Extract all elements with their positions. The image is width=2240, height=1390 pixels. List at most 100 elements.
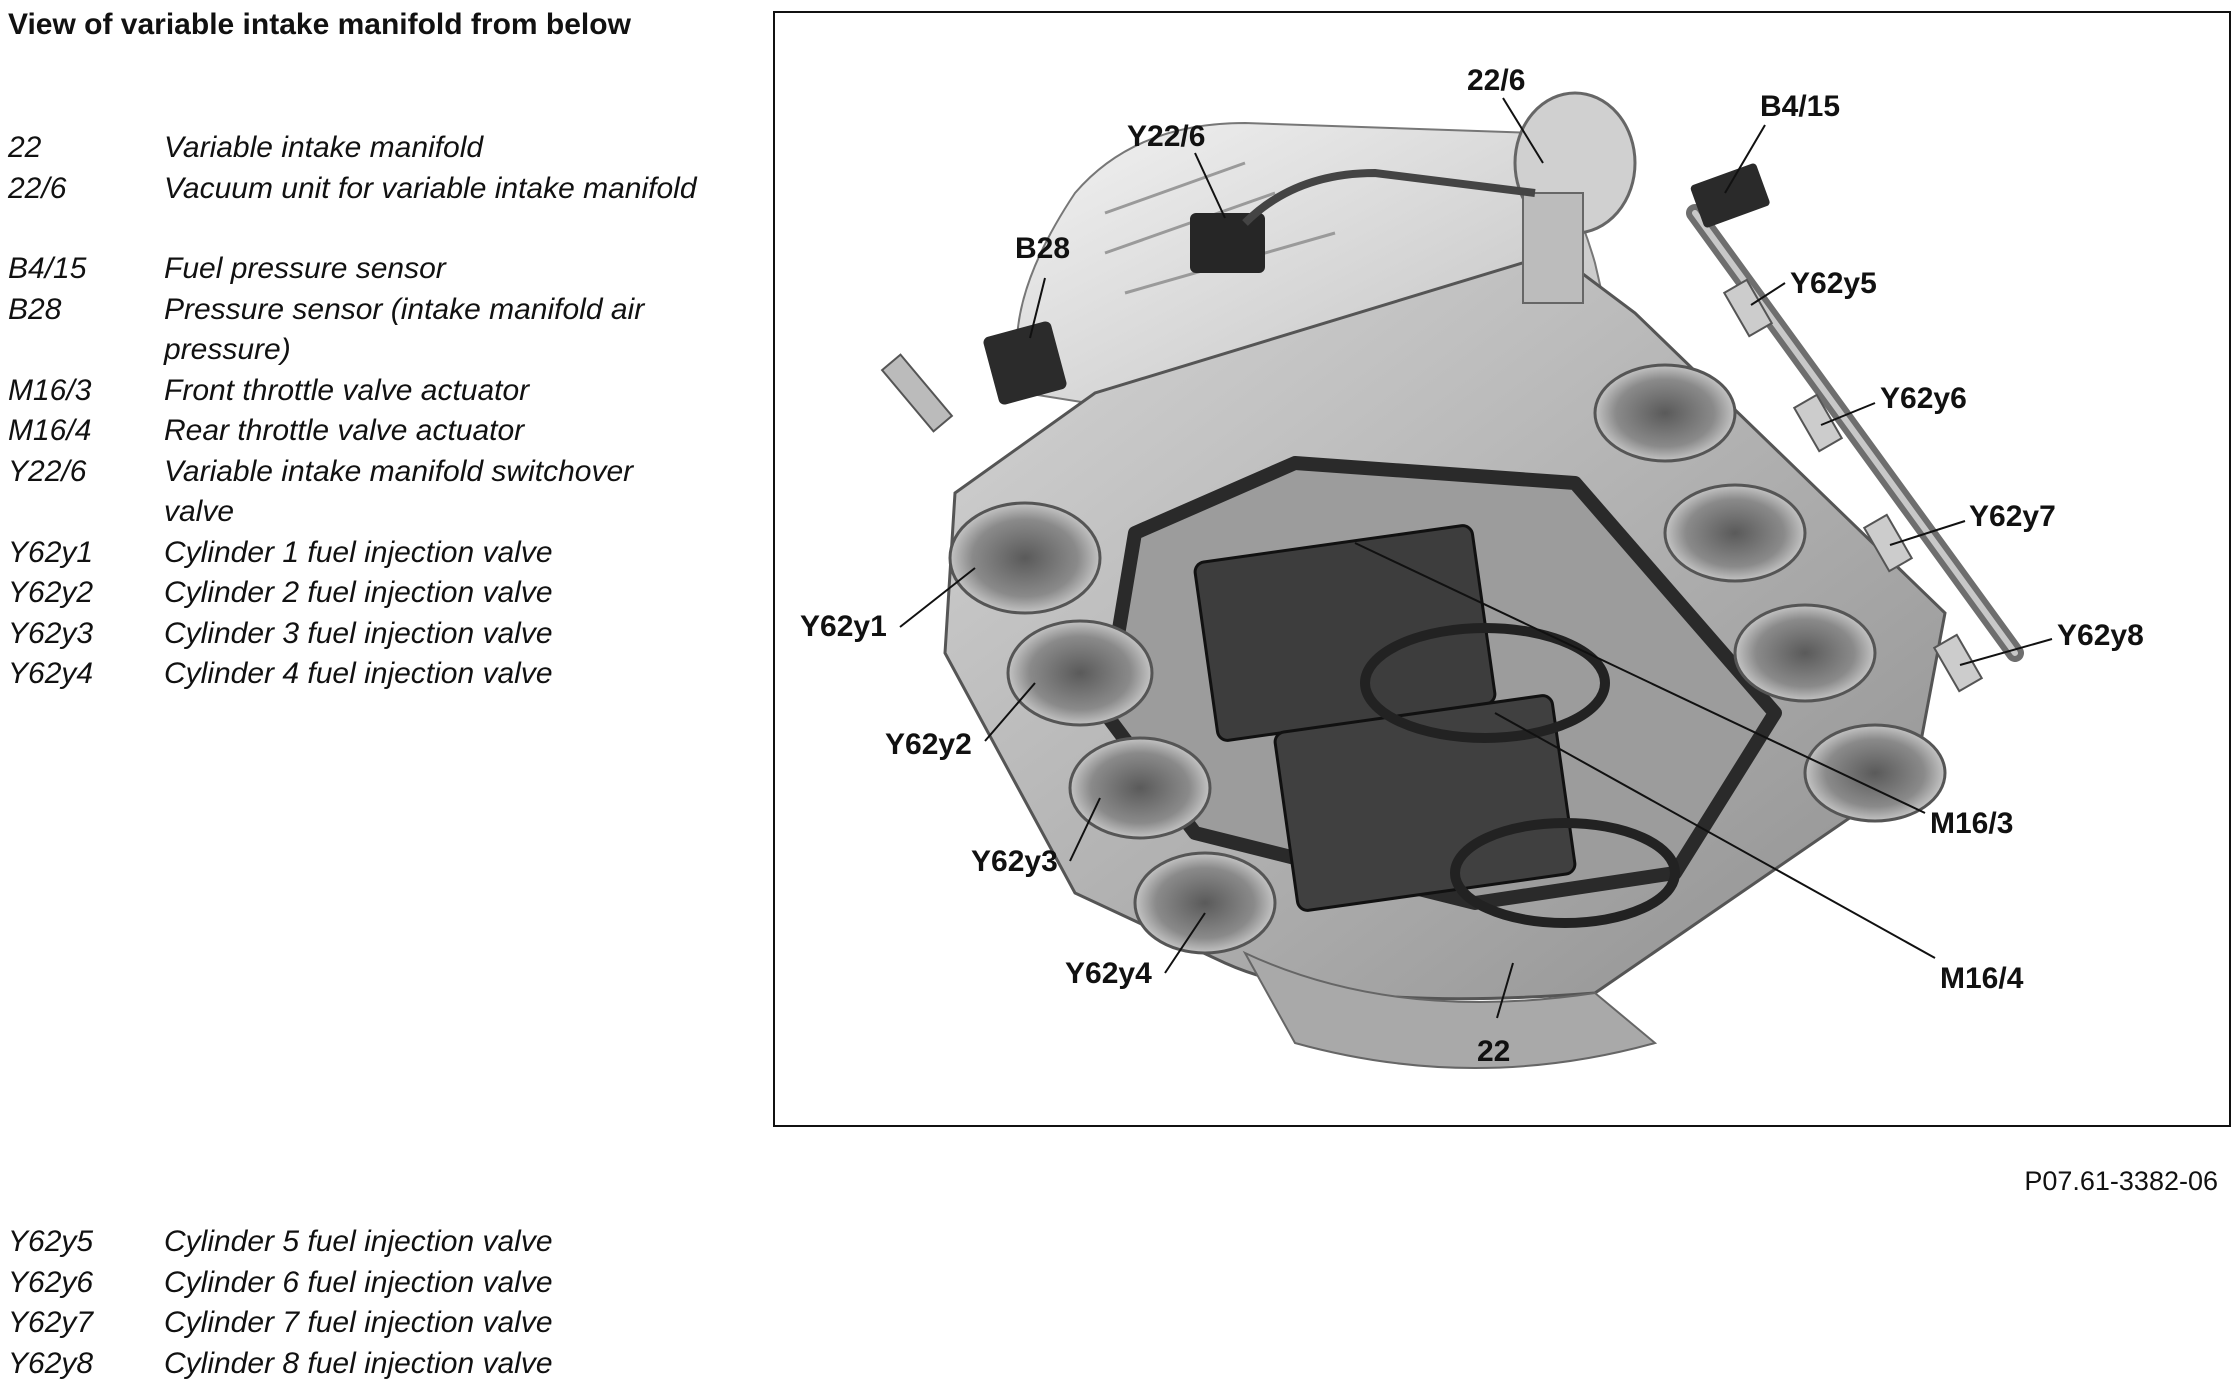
callout-Y62y1: Y62y1 xyxy=(800,610,887,643)
legend-description: Front throttle valve actuator xyxy=(164,373,530,407)
legend-description: Cylinder 8 fuel injection valve xyxy=(164,1346,553,1380)
legend-item: 22/6 Vacuum unit for variable intake mani… xyxy=(8,169,704,210)
page-title: View of variable intake manifold from be… xyxy=(8,8,631,41)
callout-Y62y6: Y62y6 xyxy=(1880,382,1967,415)
legend-description: Cylinder 5 fuel injection valve xyxy=(164,1225,553,1258)
legend-list-continued: Y62y5 Cylinder 5 fuel injection valve Y62… xyxy=(8,1222,704,1384)
legend-item: M16/4 Rear throttle valve actuator xyxy=(8,411,704,452)
legend-code: Y62y7 xyxy=(8,1306,94,1339)
legend-code: Y62y1 xyxy=(8,535,94,569)
leader-Y62y5 xyxy=(1750,282,1786,306)
manifold-figure: 22/6 B4/15 Y22/6 B28 Y62y5 Y62y6 Y62y7 Y… xyxy=(773,11,2231,1127)
legend-description: Rear throttle valve actuator xyxy=(164,414,525,447)
intake-port-2 xyxy=(1006,619,1154,727)
legend-description: Pressure sensor (intake manifold air pre… xyxy=(164,292,645,367)
legend-code: 22/6 xyxy=(8,171,67,205)
callout-Y62y2: Y62y2 xyxy=(885,728,972,761)
callout-22: 22 xyxy=(1477,1035,1510,1068)
legend-code: M16/3 xyxy=(8,373,92,407)
legend-item: Y62y6 Cylinder 6 fuel injection valve xyxy=(8,1263,704,1304)
leader-Y62y6 xyxy=(1820,402,1876,426)
fuel-pressure-sensor xyxy=(1690,163,1770,228)
legend-description: Vacuum unit for variable intake manifold xyxy=(164,171,697,205)
leader-22 xyxy=(1496,962,1514,1019)
callout-B4-15: B4/15 xyxy=(1760,90,1840,123)
manifold-pressure-sensor xyxy=(983,321,1067,405)
rear-throttle-actuator xyxy=(1273,694,1577,912)
callout-Y62y4: Y62y4 xyxy=(1065,957,1152,990)
legend-description: Cylinder 1 fuel injection valve xyxy=(164,535,553,569)
callout-B28: B28 xyxy=(1015,232,1070,265)
legend-code: Y62y6 xyxy=(8,1265,94,1299)
legend-description: Fuel pressure sensor xyxy=(164,252,446,285)
vacuum-unit-stem xyxy=(1522,192,1584,304)
leader-Y22-6 xyxy=(1194,152,1226,219)
leader-M16-3 xyxy=(1354,542,1926,814)
legend-description: Variable intake manifold switchover valv… xyxy=(164,454,634,529)
intake-port-6 xyxy=(1663,483,1807,583)
intake-port-7 xyxy=(1733,603,1877,703)
legend-code: Y22/6 xyxy=(8,454,87,488)
intake-port-4 xyxy=(1133,851,1277,955)
throttle-body-front xyxy=(1360,623,1610,743)
callout-Y22-6: Y22/6 xyxy=(1127,120,1205,153)
callout-Y62y8: Y62y8 xyxy=(2057,619,2144,652)
figure-reference: P07.61-3382-06 xyxy=(2024,1166,2218,1196)
leader-Y62y4 xyxy=(1164,912,1206,974)
injector-7 xyxy=(1862,513,1914,573)
plenum-lower xyxy=(1242,950,1658,1069)
legend-code: Y62y4 xyxy=(8,657,94,690)
injector-left xyxy=(880,353,954,433)
legend-item: Y62y8 Cylinder 8 fuel injection valve xyxy=(8,1344,704,1385)
leader-Y62y8 xyxy=(1959,638,2053,666)
legend-description: Cylinder 6 fuel injection valve xyxy=(164,1265,553,1299)
leader-B4-15 xyxy=(1724,124,1766,194)
callout-M16-3: M16/3 xyxy=(1930,807,2013,840)
leader-Y62y1 xyxy=(899,567,976,628)
legend-item: B4/15 Fuel pressure sensor xyxy=(8,249,704,290)
callout-M16-4: M16/4 xyxy=(1940,962,2024,995)
leader-Y62y3 xyxy=(1069,797,1101,862)
switchover-valve xyxy=(1190,213,1265,273)
injector-6 xyxy=(1792,393,1844,453)
legend-code: M16/4 xyxy=(8,414,92,447)
injector-5 xyxy=(1722,278,1774,338)
legend-code: Y62y3 xyxy=(8,616,94,650)
legend-description: Variable intake manifold xyxy=(164,131,484,164)
manifold-illustration: 22/6 B4/15 Y22/6 B28 Y62y5 Y62y6 Y62y7 Y… xyxy=(800,64,2144,1069)
throttle-body-rear xyxy=(1450,818,1680,928)
legend-code: B4/15 xyxy=(8,252,87,285)
legend-list: 22 Variable intake manifold 22/6 Vacuum un… xyxy=(8,128,704,695)
injector-8 xyxy=(1932,633,1984,693)
intake-port-8 xyxy=(1803,723,1947,823)
legend-code: Y62y8 xyxy=(8,1346,94,1380)
legend-item: 22 Variable intake manifold xyxy=(8,128,704,169)
callout-Y62y5: Y62y5 xyxy=(1790,267,1877,300)
legend-item: Y62y1 Cylinder 1 fuel injection valve xyxy=(8,533,704,574)
intake-port-5 xyxy=(1593,363,1737,463)
legend-item: B28 Pressure sensor (intake manifold air … xyxy=(8,290,704,371)
intake-port-3 xyxy=(1068,736,1212,840)
leader-Y62y2 xyxy=(984,682,1036,742)
legend-description: Cylinder 2 fuel injection valve xyxy=(164,576,553,609)
callout-22-6: 22/6 xyxy=(1467,64,1525,97)
legend-item: Y62y3 Cylinder 3 fuel injection valve xyxy=(8,614,704,655)
legend-item: Y62y2 Cylinder 2 fuel injection valve xyxy=(8,573,704,614)
legend-item: Y22/6 Variable intake manifold switchover… xyxy=(8,452,704,533)
leader-Y62y7 xyxy=(1889,520,1966,546)
callout-Y62y7: Y62y7 xyxy=(1969,500,2056,533)
legend-spacer xyxy=(8,209,704,249)
legend-item: Y62y5 Cylinder 5 fuel injection valve xyxy=(8,1222,704,1263)
legend-code: Y62y2 xyxy=(8,576,94,609)
legend-description: Cylinder 3 fuel injection valve xyxy=(164,616,553,650)
legend-item: Y62y7 Cylinder 7 fuel injection valve xyxy=(8,1303,704,1344)
legend-code: B28 xyxy=(8,292,62,326)
intake-port-1 xyxy=(948,501,1102,615)
callout-Y62y3: Y62y3 xyxy=(971,845,1058,878)
legend-item: M16/3 Front throttle valve actuator xyxy=(8,371,704,412)
legend-description: Cylinder 7 fuel injection valve xyxy=(164,1306,553,1339)
legend-code: Y62y5 xyxy=(8,1225,94,1258)
legend-code: 22 xyxy=(8,131,42,164)
leader-22-6 xyxy=(1502,97,1544,164)
